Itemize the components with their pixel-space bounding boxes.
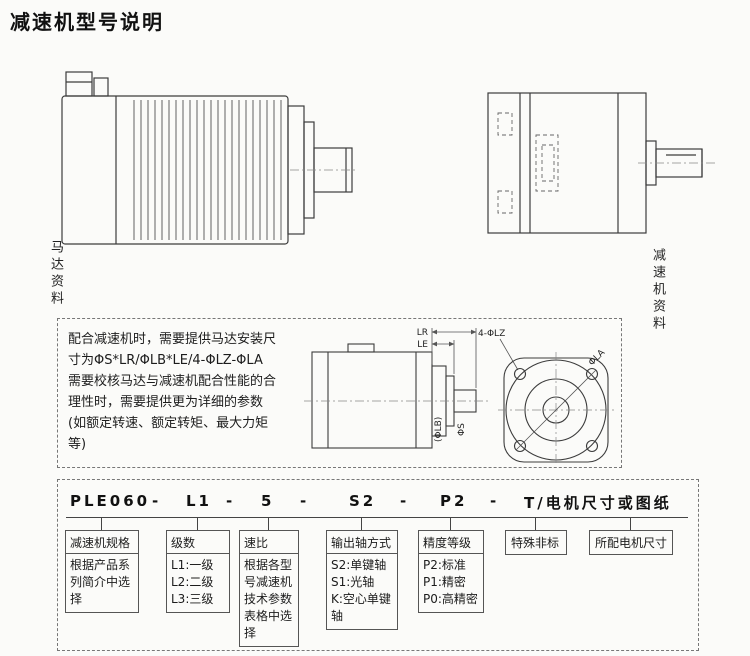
model-code-part: L1 bbox=[186, 492, 212, 510]
dim-motor-body bbox=[311, 351, 433, 449]
hidden-lines bbox=[497, 112, 559, 214]
spec-box-stages: 级数 L1:一级 L2:二级 L3:三级 bbox=[166, 530, 230, 613]
model-code-separator: - bbox=[226, 492, 236, 510]
dim-label-le: LE bbox=[417, 340, 428, 350]
spec-box-title: 速比 bbox=[240, 531, 298, 554]
spec-box-body: 根据各型 号减速机 技术参数 表格中选 择 bbox=[240, 554, 298, 646]
spec-box-body: L1:一级 L2:二级 L3:三级 bbox=[167, 554, 229, 612]
page-title: 减速机型号说明 bbox=[10, 10, 164, 34]
model-code-separator: - bbox=[300, 492, 310, 510]
spec-box-body: 根据产品系 列简介中选 择 bbox=[66, 554, 138, 612]
spec-box-body: S2:单键轴 S1:光轴 K:空心单键 轴 bbox=[327, 554, 397, 629]
spec-line: K:空心单键 bbox=[331, 592, 391, 606]
dim-label-lb: (ΦLB) bbox=[434, 417, 444, 442]
model-code-part: T/电机尺寸或图纸 bbox=[524, 494, 672, 512]
spec-line: L1:一级 bbox=[171, 558, 214, 572]
model-code-part: 5 bbox=[261, 492, 275, 510]
spec-line: L3:三级 bbox=[171, 592, 214, 606]
connector-line bbox=[630, 517, 631, 530]
mounting-note-text: 配合减速机时，需要提供马达安装尺 寸为ΦS*LR/ΦLB*LE/4-ΦLZ-ΦL… bbox=[68, 329, 306, 455]
spec-box-title: 级数 bbox=[167, 531, 229, 554]
spec-box-ratio: 速比 根据各型 号减速机 技术参数 表格中选 择 bbox=[239, 530, 299, 647]
front-view-crosshair bbox=[498, 352, 614, 464]
model-code-separator: - bbox=[152, 492, 162, 510]
spec-line: 表格中选 bbox=[244, 609, 293, 623]
dim-label-lz: 4-ΦLZ bbox=[478, 329, 505, 339]
connector-line bbox=[450, 517, 451, 530]
cooling-fins bbox=[133, 100, 282, 240]
dim-label-la: ΦLA bbox=[587, 347, 608, 368]
mounting-note-box bbox=[57, 318, 622, 468]
dim-label-lr: LR bbox=[417, 328, 428, 338]
spec-box-title: 特殊非标 bbox=[511, 536, 560, 550]
model-code-part: P2 bbox=[440, 492, 468, 510]
dimension-lines bbox=[431, 328, 519, 388]
spec-box-precision: 精度等级 P2:标准 P1:精密 P0:高精密 bbox=[418, 530, 484, 613]
spec-box-gearbox-size: 减速机规格 根据产品系 列简介中选 择 bbox=[65, 530, 139, 613]
note-line: 等) bbox=[68, 437, 87, 452]
spec-line: 号减速机 bbox=[244, 575, 293, 589]
spec-box-motor-size: 所配电机尺寸 bbox=[589, 530, 673, 555]
model-code-part: PLE060 bbox=[70, 492, 151, 510]
connector-line bbox=[197, 517, 198, 530]
model-code-separator: - bbox=[490, 492, 500, 510]
dim-label-s: ΦS bbox=[457, 423, 467, 436]
connector-line bbox=[101, 517, 102, 530]
spec-box-body: P2:标准 P1:精密 P0:高精密 bbox=[419, 554, 483, 612]
spec-box-output-shaft: 输出轴方式 S2:单键轴 S1:光轴 K:空心单键 轴 bbox=[326, 530, 398, 630]
gearbox-side-view-drawing bbox=[487, 92, 718, 234]
note-line: 配合减速机时，需要提供马达安装尺 bbox=[68, 332, 277, 347]
motor-data-label: 马达资料 bbox=[48, 240, 63, 308]
spec-line: 根据产品系 bbox=[70, 558, 131, 572]
note-line: 寸为ΦS*LR/ΦLB*LE/4-ΦLZ-ΦLA bbox=[68, 353, 263, 368]
bolt-circle-diagonal bbox=[515, 369, 597, 451]
reducer-data-label: 减速机资料 bbox=[650, 248, 665, 333]
motor-body bbox=[61, 95, 289, 245]
spec-line: 技术参数 bbox=[244, 592, 293, 606]
spec-line: P2:标准 bbox=[423, 558, 466, 572]
dim-motor-connector bbox=[347, 343, 375, 353]
connector-line bbox=[268, 517, 269, 530]
connector-line bbox=[361, 517, 362, 530]
spec-box-title: 所配电机尺寸 bbox=[595, 536, 668, 550]
note-line: 需要校核马达与减速机配合性能的合 bbox=[68, 374, 277, 389]
spec-line: 择 bbox=[244, 626, 257, 640]
spec-box-title: 精度等级 bbox=[419, 531, 483, 554]
spec-line: S2:单键轴 bbox=[331, 558, 387, 572]
connector-line bbox=[535, 517, 536, 530]
spec-line: 轴 bbox=[331, 609, 344, 623]
spec-line: 根据各型 bbox=[244, 558, 293, 572]
spec-line: 列简介中选 bbox=[70, 575, 131, 589]
terminal-box bbox=[65, 71, 93, 97]
note-line: 理性时，需要提供更为详细的参数 bbox=[68, 395, 264, 410]
model-code-part: S2 bbox=[349, 492, 377, 510]
spec-box-title: 减速机规格 bbox=[66, 531, 138, 554]
code-underline bbox=[66, 517, 688, 518]
spec-line: P0:高精密 bbox=[423, 592, 478, 606]
spec-line: 择 bbox=[70, 592, 83, 606]
mounting-dimension-drawing: LR LE 4-ΦLZ (ΦLB) ΦS ΦLA bbox=[304, 328, 614, 464]
model-code-separator: - bbox=[400, 492, 410, 510]
spec-line: P1:精密 bbox=[423, 575, 466, 589]
spec-box-title: 输出轴方式 bbox=[327, 531, 397, 554]
spec-box-special: 特殊非标 bbox=[505, 530, 567, 555]
spec-line: S1:光轴 bbox=[331, 575, 375, 589]
motor-side-view-drawing bbox=[61, 71, 358, 245]
model-code-box bbox=[57, 479, 699, 651]
note-line: (如额定转速、额定转矩、最大力矩 bbox=[68, 416, 269, 431]
spec-line: L2:二级 bbox=[171, 575, 214, 589]
